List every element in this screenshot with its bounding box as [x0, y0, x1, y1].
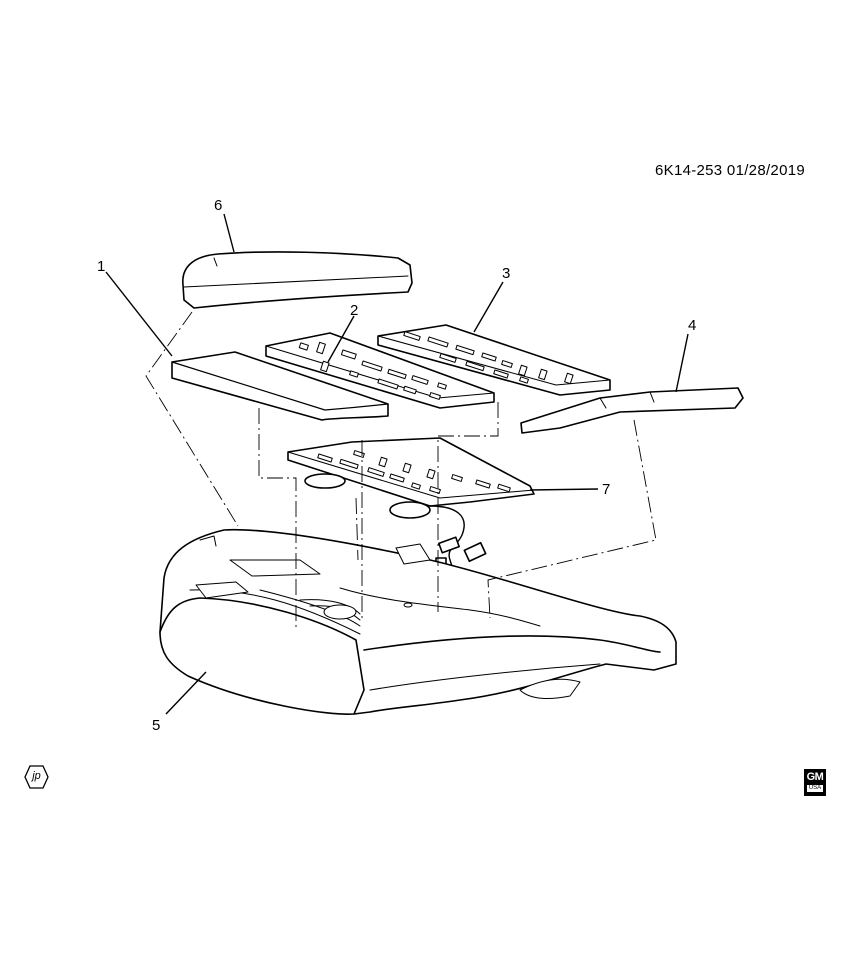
callout-4: 4	[688, 317, 697, 334]
jp-hexagon-badge: jp	[24, 765, 49, 789]
gm-logo: GM USA	[804, 769, 826, 796]
callout-7: 7	[602, 481, 611, 498]
part-7-sensor-plate	[287, 437, 535, 576]
phantom-lines	[145, 311, 657, 628]
callout-2: 2	[350, 302, 359, 319]
leader-lines	[105, 213, 689, 715]
jp-badge-text: jp	[32, 770, 41, 782]
drawing-reference: 6K14-253 01/28/2019	[655, 162, 805, 179]
part-1-foam-pad	[171, 351, 389, 421]
callout-6: 6	[214, 197, 223, 214]
gm-logo-text: GM	[806, 771, 824, 783]
part-6-bolster-pad	[182, 251, 413, 309]
gm-logo-sub: USA	[807, 785, 823, 792]
callout-1: 1	[97, 258, 106, 275]
part-3-heating-mat	[377, 324, 611, 396]
part-5-seat-cushion	[159, 528, 677, 716]
part-4-side-pad	[520, 387, 744, 434]
callout-5: 5	[152, 717, 161, 734]
callout-3: 3	[502, 265, 511, 282]
hexagon-icon	[24, 765, 49, 789]
part-2-heating-mat	[265, 332, 495, 409]
